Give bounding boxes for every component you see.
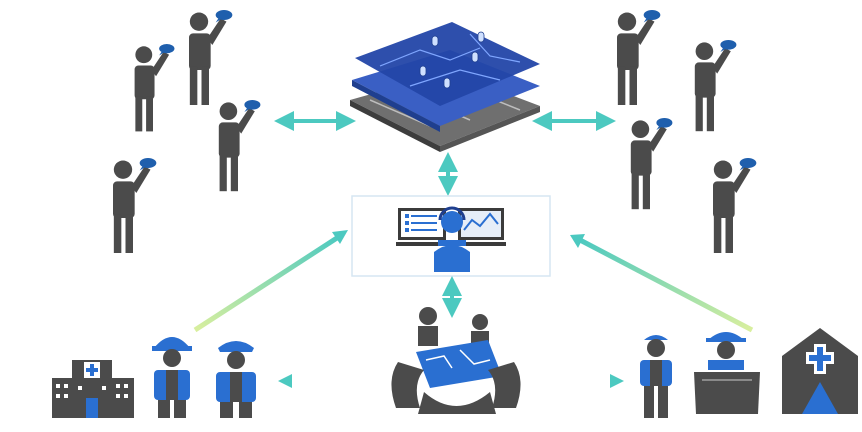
person-with-speech-bubble-icon: [218, 100, 261, 192]
meeting-around-map-table-icon: [391, 307, 521, 414]
layered-gis-map-icon: [350, 22, 540, 152]
person-with-speech-bubble-icon: [134, 44, 175, 132]
arrows-citizens-map: [274, 111, 616, 196]
operator-at-workstation-icon: [396, 206, 506, 272]
field-worker-icon: [640, 335, 672, 418]
hospital-building-icon: [52, 360, 134, 418]
field-hospital-tent-icon: [782, 328, 858, 414]
person-with-speech-bubble-icon: [694, 40, 737, 132]
person-with-speech-bubble-icon: [189, 10, 233, 105]
person-with-speech-bubble-icon: [630, 118, 673, 210]
construction-worker-icon: [694, 332, 760, 414]
control-center-node: [351, 195, 551, 277]
citizens-left-group: [113, 10, 261, 253]
person-with-speech-bubble-icon: [617, 10, 661, 105]
firefighter-icon: [152, 337, 192, 418]
person-with-speech-bubble-icon: [713, 158, 757, 253]
citizens-right-group: [617, 10, 757, 253]
police-officer-icon: [216, 341, 256, 418]
arrows-meeting-units: [278, 374, 624, 388]
person-with-speech-bubble-icon: [113, 158, 157, 253]
emergency-services-group: [52, 337, 256, 418]
arrows-services-control: [193, 230, 754, 333]
field-units-group: [640, 328, 858, 418]
